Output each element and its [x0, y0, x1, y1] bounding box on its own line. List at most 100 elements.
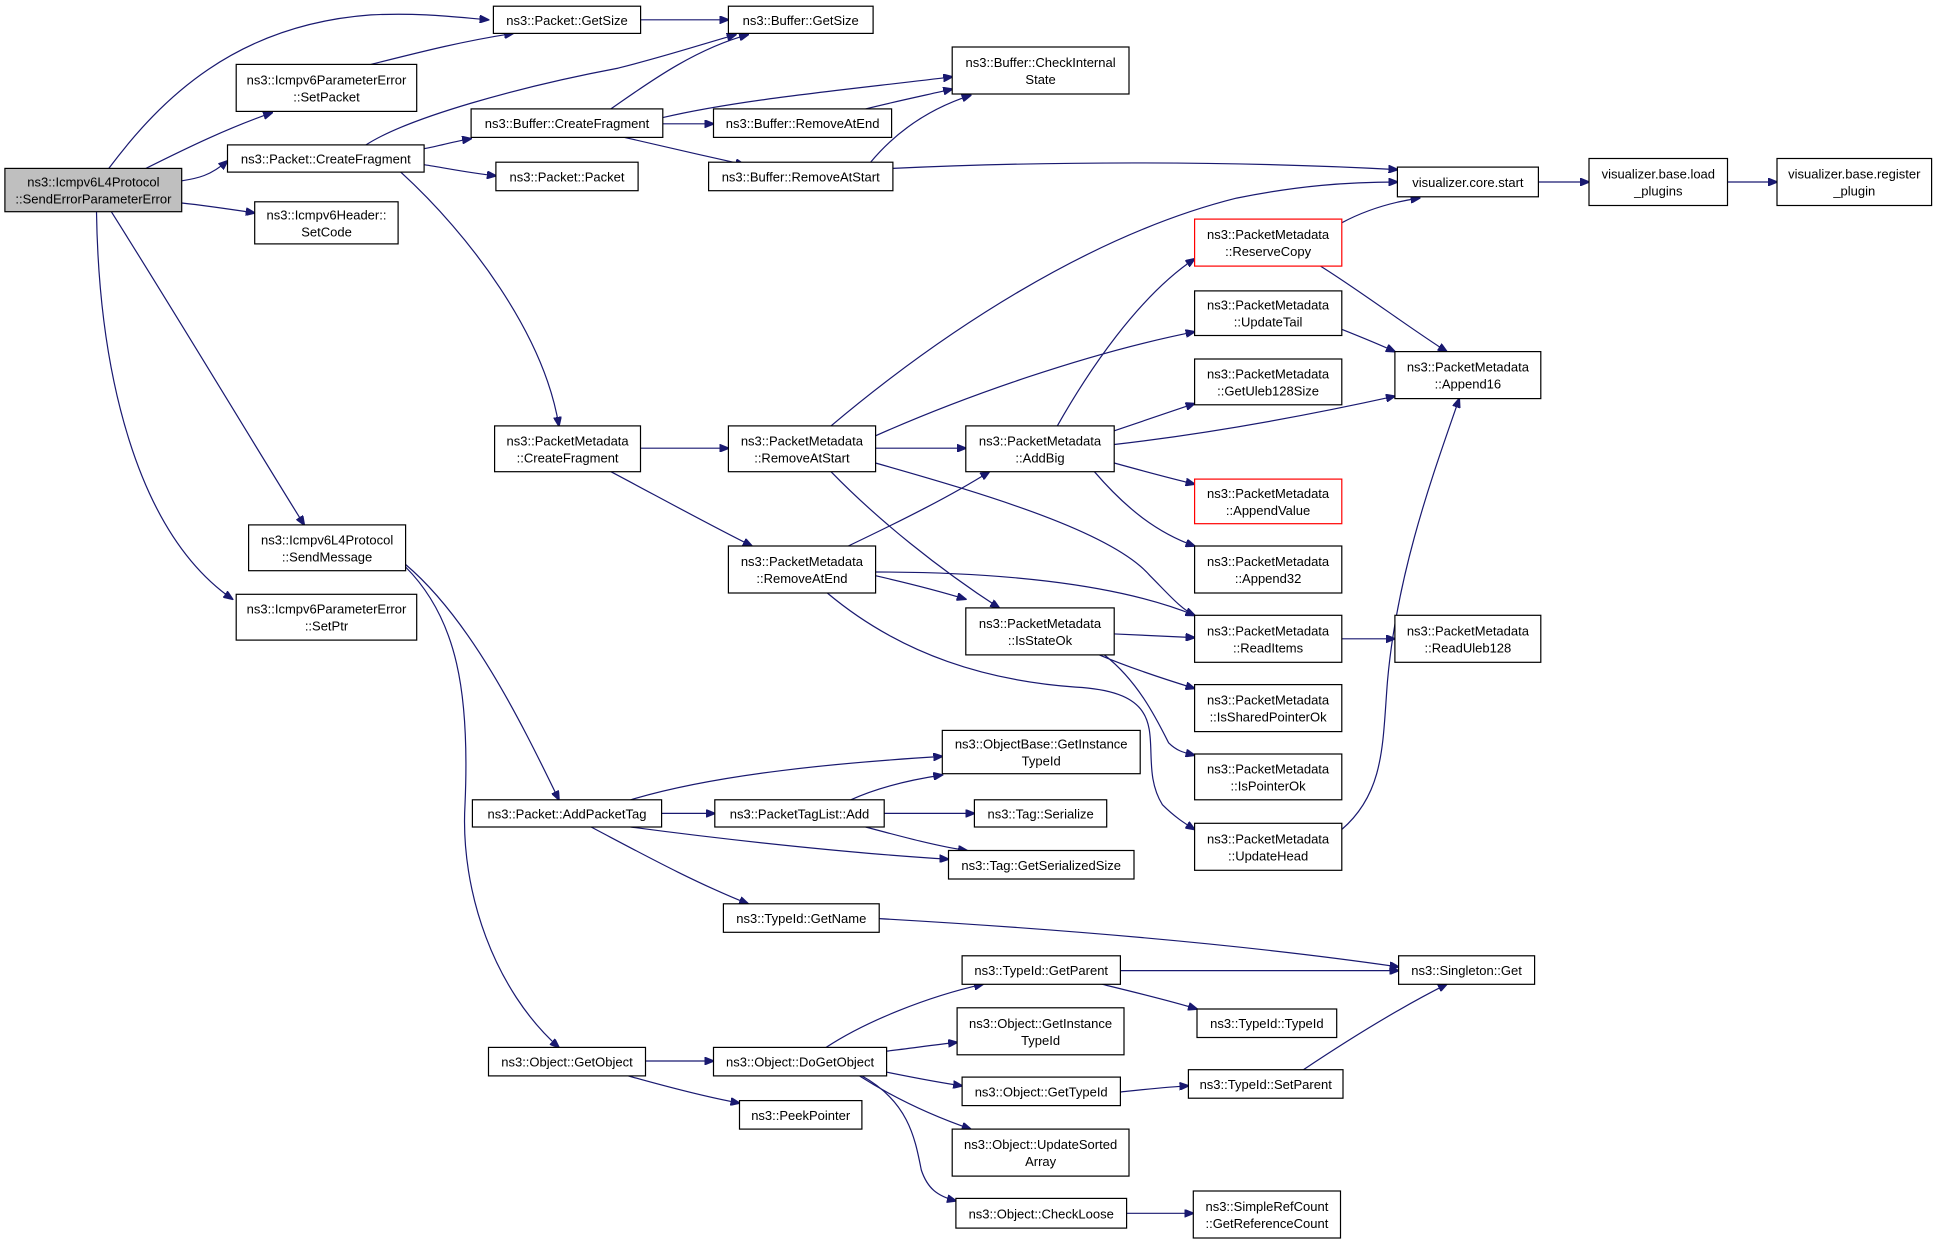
node-buf-createfrag[interactable]: ns3::Buffer::CreateFragment — [470, 108, 664, 139]
edge-pm_isstateok-to-pm_isptrok — [1103, 654, 1194, 755]
edge-l4_sendmessage-to-obj_getobject — [405, 566, 559, 1047]
node-label-line: ns3::Packet::Packet — [510, 169, 625, 184]
node-typeid-setparent[interactable]: ns3::TypeId::SetParent — [1187, 1069, 1344, 1099]
node-box — [1193, 478, 1343, 525]
node-ptl-add[interactable]: ns3::PacketTagList::Add — [714, 799, 885, 828]
node-box — [727, 425, 877, 473]
edge-pm_reservecopy-to-pm_append16 — [1320, 265, 1447, 351]
node-pm-readitems[interactable]: ns3::PacketMetadata::ReadItems — [1193, 614, 1343, 663]
node-pm-append16[interactable]: ns3::PacketMetadata::Append16 — [1394, 351, 1542, 400]
node-pm-removeatend[interactable]: ns3::PacketMetadata::RemoveAtEnd — [727, 545, 877, 594]
edges-layer — [95, 13, 1778, 1213]
node-vis-core-start[interactable]: visualizer.core.start — [1396, 166, 1540, 198]
node-pm-addbig[interactable]: ns3::PacketMetadata::AddBig — [965, 425, 1115, 473]
node-pm-readuleb[interactable]: ns3::PacketMetadata::ReadUleb128 — [1394, 614, 1542, 663]
node-pe-setptr[interactable]: ns3::Icmpv6ParameterError::SetPtr — [235, 593, 418, 641]
node-tag-serialize[interactable]: ns3::Tag::Serialize — [973, 799, 1108, 828]
node-box — [1396, 166, 1540, 198]
node-pkt-getsize[interactable]: ns3::Packet::GetSize — [492, 5, 642, 35]
node-box — [1193, 358, 1343, 406]
node-box — [712, 1046, 888, 1077]
node-pm-appendvalue[interactable]: ns3::PacketMetadata::AppendValue — [1193, 478, 1343, 525]
node-pm-isstateok[interactable]: ns3::PacketMetadata::IsStateOk — [965, 607, 1115, 656]
node-pkt-packet[interactable]: ns3::Packet::Packet — [495, 161, 639, 192]
node-buf-removeatend[interactable]: ns3::Buffer::RemoveAtEnd — [712, 108, 893, 139]
node-vis-register[interactable]: visualizer.base.register_plugin — [1776, 157, 1933, 207]
edge-pm_addbig-to-pm_append32 — [1093, 471, 1194, 546]
edge-pm_isstateok-to-pm_readitems — [1114, 634, 1194, 638]
node-label-line: ns3::PacketMetadata — [1207, 486, 1330, 501]
node-pm-updatehead[interactable]: ns3::PacketMetadata::UpdateHead — [1193, 822, 1343, 871]
node-peekpointer[interactable]: ns3::PeekPointer — [738, 1099, 863, 1130]
node-box — [965, 425, 1115, 473]
node-obj-checkloose[interactable]: ns3::Object::CheckLoose — [955, 1197, 1128, 1229]
node-label-line: ns3::PacketMetadata — [1207, 554, 1330, 569]
node-typeid-getname[interactable]: ns3::TypeId::GetName — [722, 903, 880, 933]
node-box — [470, 108, 664, 139]
edge-pm_removeatstart-to-pm_isstateok — [830, 471, 999, 608]
node-pm-updatetail[interactable]: ns3::PacketMetadata::UpdateTail — [1193, 290, 1343, 337]
node-pe-setpacket[interactable]: ns3::Icmpv6ParameterError::SetPacket — [235, 63, 418, 113]
node-root[interactable]: ns3::Icmpv6L4Protocol::SendErrorParamete… — [4, 167, 183, 213]
node-pm-append32[interactable]: ns3::PacketMetadata::Append32 — [1193, 545, 1343, 594]
edge-pm_addbig-to-pm_getuleb — [1114, 404, 1194, 432]
node-box — [1193, 545, 1343, 594]
node-label-line: ns3::Packet::AddPacketTag — [488, 806, 647, 821]
edge-root-to-pe_setptr — [95, 211, 233, 600]
node-pm-issharedptr[interactable]: ns3::PacketMetadata::IsSharedPointerOk — [1193, 683, 1343, 733]
node-box — [1192, 1190, 1342, 1239]
node-l4-sendmessage[interactable]: ns3::Icmpv6L4Protocol::SendMessage — [248, 524, 407, 572]
node-box — [235, 63, 418, 113]
edge-pm_addbig-to-pm_reservecopy — [1056, 259, 1194, 427]
node-pkt-addtag[interactable]: ns3::Packet::AddPacketTag — [471, 799, 663, 828]
node-box — [1193, 290, 1343, 337]
edge-ptl_add-to-tag_getsersize — [865, 826, 967, 851]
node-label-line: ns3::PacketTagList::Add — [730, 806, 869, 821]
node-pm-createfrag[interactable]: ns3::PacketMetadata::CreateFragment — [494, 425, 642, 473]
node-obj-dogetobject[interactable]: ns3::Object::DoGetObject — [712, 1046, 888, 1077]
node-label-line: ::UpdateHead — [1228, 848, 1308, 863]
node-box — [973, 799, 1108, 828]
node-label-line: _plugins — [1633, 184, 1683, 199]
edge-buf_removeatstart-to-buf_checkinternal — [870, 95, 971, 163]
node-pm-getuleb[interactable]: ns3::PacketMetadata::GetUleb128Size — [1193, 358, 1343, 406]
edge-pm_removeatstart-to-pm_readitems — [875, 462, 1195, 615]
node-label-line: Array — [1025, 1154, 1057, 1169]
node-label-line: ns3::Object::GetObject — [501, 1055, 633, 1070]
edge-pkt_addtag-to-tag_getsersize — [630, 826, 949, 859]
node-label-line: ::RemoveAtEnd — [756, 571, 847, 586]
edge-pkt_addtag-to-ob_getinstance — [630, 756, 943, 801]
node-pkt-createfrag[interactable]: ns3::Packet::CreateFragment — [226, 144, 425, 173]
node-typeid-getparent[interactable]: ns3::TypeId::GetParent — [961, 955, 1121, 985]
node-vis-load[interactable]: visualizer.base.load_plugins — [1588, 157, 1729, 207]
node-label-line: ns3::Icmpv6ParameterError — [247, 72, 407, 87]
node-label-line: ns3::Object::GetInstance — [969, 1016, 1112, 1031]
node-obj-gettypeid[interactable]: ns3::Object::GetTypeId — [961, 1076, 1121, 1107]
edge-obj_dogetobject-to-obj_updatesorted — [859, 1075, 970, 1129]
node-singleton-get[interactable]: ns3::Singleton::Get — [1397, 955, 1536, 985]
node-src-getrefcount[interactable]: ns3::SimpleRefCount::GetReferenceCount — [1192, 1190, 1342, 1239]
node-tag-getsersize[interactable]: ns3::Tag::GetSerializedSize — [947, 849, 1135, 880]
node-pm-isptrok[interactable]: ns3::PacketMetadata::IsPointerOk — [1193, 753, 1343, 801]
node-buf-removeatstart[interactable]: ns3::Buffer::RemoveAtStart — [707, 161, 894, 192]
node-buf-getsize[interactable]: ns3::Buffer::GetSize — [727, 5, 874, 35]
node-box — [965, 607, 1115, 656]
edge-pm_removeatstart-to-vis_core_start — [830, 182, 1397, 427]
node-typeid-typeid[interactable]: ns3::TypeId::TypeId — [1196, 1008, 1338, 1039]
edge-pkt_createfrag-to-buf_createfrag — [424, 139, 471, 150]
node-pm-removeatstart[interactable]: ns3::PacketMetadata::RemoveAtStart — [727, 425, 877, 473]
edge-obj_dogetobject-to-obj_checkloose — [861, 1075, 956, 1201]
node-label-line: ns3::Object::GetTypeId — [975, 1084, 1108, 1099]
node-label-line: ns3::PacketMetadata — [1407, 623, 1530, 638]
node-hdr-setcode[interactable]: ns3::Icmpv6Header::SetCode — [254, 201, 399, 245]
node-pm-reservecopy[interactable]: ns3::PacketMetadata::ReserveCopy — [1193, 218, 1343, 267]
node-box — [712, 108, 893, 139]
edge-obj_gettypeid-to-typeid_setparent — [1120, 1086, 1188, 1093]
node-obj-getobject[interactable]: ns3::Object::GetObject — [487, 1046, 647, 1077]
node-box — [492, 5, 642, 35]
